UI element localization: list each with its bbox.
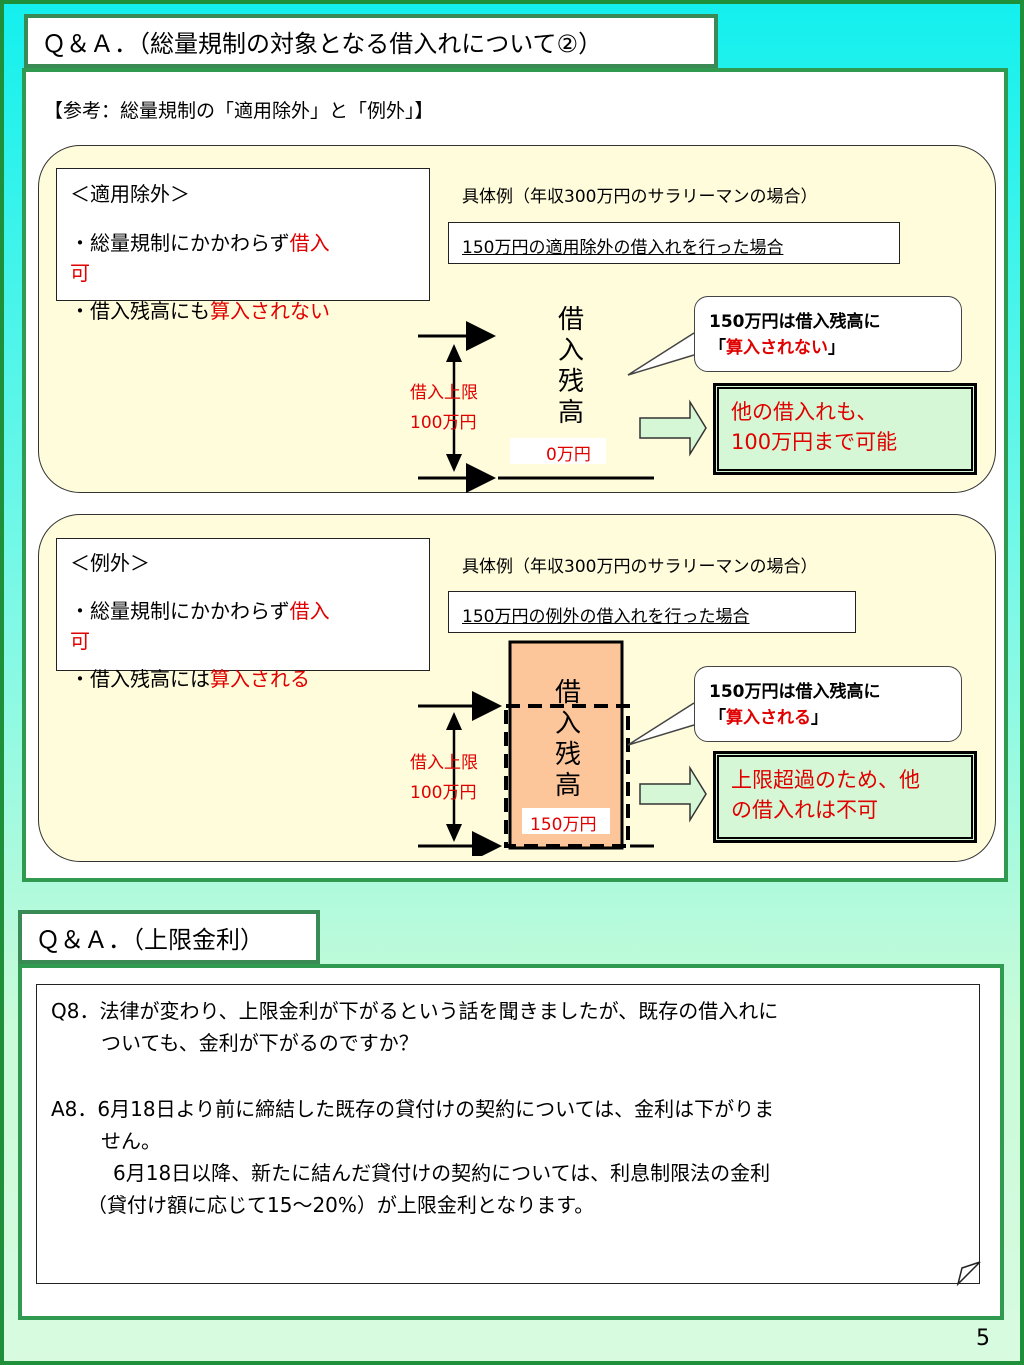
answer-line-1: A8．6月18日より前に締結した既存の貸付けの契約については、金利は下がりま [51, 1097, 775, 1121]
exception-callout-red: 算入される [726, 708, 811, 728]
exclusion-result-box: 他の借入れも、 100万円まで可能 [713, 383, 977, 475]
exclusion-bullet-2-red: 算入されない [210, 299, 330, 323]
question-line-2: ついても、金利が下がるのですか？ [101, 1031, 419, 1055]
exception-bullet-1-red2: 可 [70, 629, 90, 653]
exception-bullet-1-text: ・総量規制にかかわらず [70, 599, 290, 623]
exception-example-case-box [448, 591, 856, 633]
exception-callout-line2: 「算入される」 [709, 705, 947, 731]
exclusion-diagram [418, 321, 707, 493]
answer-line-3: 6月18日以降、新たに結んだ貸付けの契約については、利息制限法の金利 [113, 1161, 771, 1185]
exclusion-block-arrow [639, 399, 707, 457]
answer-line-4: （貸付け額に応じて15～20%）が上限金利となります。 [87, 1193, 595, 1217]
qa-spacer [51, 1059, 965, 1093]
exclusion-bullet-1-red: 借入 [289, 231, 330, 255]
exclusion-heading: ＜適用除外＞ [70, 182, 190, 206]
exclusion-bullet-2-text: ・借入残高にも [70, 299, 210, 323]
exception-result-line2: の借入れは不可 [731, 798, 878, 822]
section2-title: Ｑ＆Ａ．（上限金利） [18, 910, 320, 964]
exclusion-balance-label: 借入残高 [557, 305, 584, 428]
exception-balance-label: 借入残高 [554, 678, 581, 801]
exclusion-callout-close: 」 [828, 338, 845, 358]
exclusion-bullet-1-text: ・総量規制にかかわらず [70, 231, 290, 255]
exclusion-callout-red: 算入されない [726, 338, 828, 358]
exception-bullet-1-red: 借入 [289, 599, 330, 623]
exception-callout: 150万円は借入残高に 「算入される」 [694, 666, 962, 742]
exception-callout-line1: 150万円は借入残高に [709, 682, 881, 702]
exclusion-balance-value: 0万円 [546, 445, 591, 465]
qa-folded-corner-icon [956, 1261, 981, 1286]
exclusion-callout: 150万円は借入残高に 「算入されない」 [694, 296, 962, 372]
exception-callout-tail [627, 702, 695, 746]
page-number: 5 [976, 1326, 990, 1351]
exclusion-example-title: 具体例（年収300万円のサラリーマンの場合） [462, 187, 818, 207]
exception-example-case: 150万円の例外の借入れを行った場合 [462, 607, 750, 627]
exception-result-line1: 上限超過のため、他 [731, 768, 920, 792]
exclusion-limit-label-1: 借入上限 [410, 383, 478, 403]
exclusion-definition-box [56, 168, 430, 301]
exclusion-balance-value-box [510, 438, 606, 464]
exclusion-callout-tail [627, 332, 695, 376]
exception-callout-open: 「 [709, 708, 726, 728]
exclusion-result-line1: 他の借入れも、 [731, 400, 878, 424]
exception-limit-label-2: 100万円 [410, 783, 477, 803]
exception-result-box: 上限超過のため、他 の借入れは不可 [713, 751, 977, 843]
exception-limit-label-1: 借入上限 [410, 753, 478, 773]
exclusion-bullet-1: ・総量規制にかかわらず借入 [70, 228, 330, 258]
section1-subtitle: 【参考：総量規制の「適用除外」と「例外」】 [44, 100, 434, 122]
exclusion-bullet-1-red2: 可 [70, 261, 90, 285]
exception-example-title: 具体例（年収300万円のサラリーマンの場合） [462, 557, 818, 577]
exception-definition-box [56, 538, 430, 671]
section1-title: Ｑ＆Ａ．（総量規制の対象となる借入れについて②） [24, 14, 718, 68]
exclusion-callout-line2: 「算入されない」 [709, 335, 947, 361]
exception-heading: ＜例外＞ [70, 551, 150, 575]
question-line-1: Q8．法律が変わり、上限金利が下がるという話を聞きましたが、既存の借入れに [51, 999, 779, 1023]
exclusion-result-line2: 100万円まで可能 [731, 430, 898, 454]
exclusion-callout-line1: 150万円は借入残高に [709, 312, 881, 332]
exclusion-limit-label-2: 100万円 [410, 413, 477, 433]
exception-limit-dashed-box [504, 704, 630, 848]
exclusion-bullet-2: ・借入残高にも算入されない [70, 296, 330, 326]
exclusion-example-case: 150万円の適用除外の借入れを行った場合 [462, 238, 784, 258]
exclusion-callout-open: 「 [709, 338, 726, 358]
exception-balance-value-box [522, 808, 610, 834]
qa-box: Q8．法律が変わり、上限金利が下がるという話を聞きましたが、既存の借入れに つい… [36, 984, 980, 1284]
exception-bullet-2-red: 算入される [210, 667, 310, 691]
answer-line-2: せん。 [101, 1129, 161, 1153]
exception-balance-value: 150万円 [530, 815, 597, 835]
exception-bullet-2: ・借入残高には算入される [70, 664, 310, 694]
exclusion-example-case-box [448, 222, 900, 264]
exception-callout-close: 」 [811, 708, 828, 728]
exception-bullet-1: ・総量規制にかかわらず借入 [70, 596, 330, 626]
exception-bullet-2-text: ・借入残高には [70, 667, 210, 691]
exception-block-arrow [639, 765, 707, 823]
